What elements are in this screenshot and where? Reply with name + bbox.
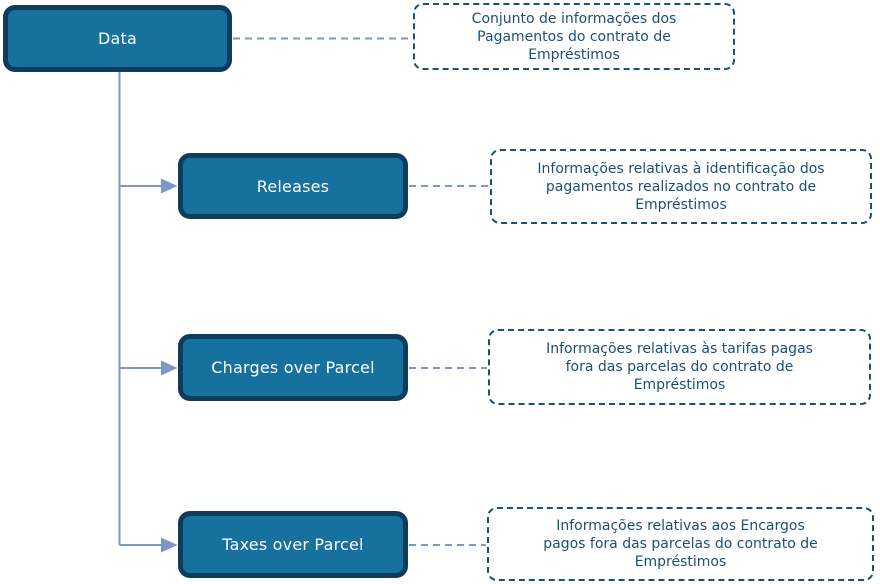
annotation-data: Conjunto de informações dos Pagamentos d…: [413, 3, 735, 70]
annotation-releases: Informações relativas à identificação do…: [490, 149, 872, 224]
node-data-label: Data: [97, 29, 137, 48]
node-data: Data: [3, 5, 232, 72]
annotation-charges-over-parcel: Informações relativas às tarifas pagas f…: [488, 329, 871, 405]
node-releases-label: Releases: [256, 176, 330, 196]
node-taxes-over-parcel-label: Taxes over Parcel: [222, 535, 364, 554]
tree-connectors: [118, 72, 162, 546]
node-releases: Releases: [178, 153, 408, 219]
annotation-links: [233, 37, 489, 546]
node-charges-over-parcel-label: Charges over Parcel: [211, 358, 375, 377]
annotation-taxes-over-parcel: Informações relativas aos Encargos pagos…: [487, 507, 874, 581]
node-charges-over-parcel: Charges over Parcel: [178, 334, 408, 401]
arrowhead-icon: [161, 178, 178, 553]
node-taxes-over-parcel: Taxes over Parcel: [178, 511, 408, 578]
